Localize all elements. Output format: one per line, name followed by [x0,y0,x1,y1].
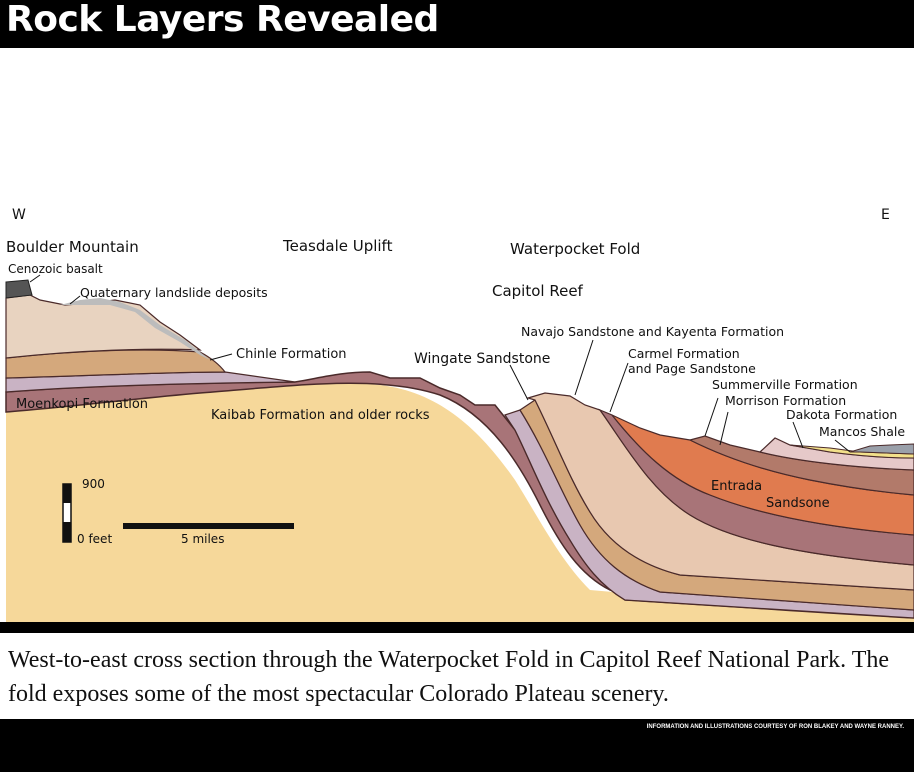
caption-box: West-to-east cross section through the W… [0,633,914,719]
cross-section-diagram: W E Boulder Mountain Teasdale Uplift Wat… [5,207,914,622]
quaternary-landslide-label: Quaternary landslide deposits [80,285,268,300]
vertical-scale-bar [62,483,72,543]
kaibab-label: Kaibab Formation and older rocks [211,408,430,423]
carmel-label-line2: and Page Sandstone [628,361,756,376]
separator [0,622,914,633]
entrada-label-line1: Entrada [711,479,762,494]
morrison-label: Morrison Formation [725,393,846,408]
cenozoic-basalt-label: Cenozoic basalt [8,262,103,276]
moenkopi-label: Moenkopi Formation [16,397,148,412]
mancos-band [849,443,914,455]
chinle-label: Chinle Formation [236,347,347,362]
wingate-label: Wingate Sandstone [414,351,550,367]
vertical-scale-bottom: 0 feet [77,532,112,546]
boulder-mountain-label: Boulder Mountain [6,238,139,256]
carmel-label-line1: Carmel Formation [628,346,740,361]
summerville-label: Summerville Formation [712,377,858,392]
entrada-label-line2: Sandsone [766,496,830,511]
navajo-kayenta-label: Navajo Sandstone and Kayenta Formation [521,324,784,339]
mancos-label: Mancos Shale [819,424,905,439]
waterpocket-fold-label: Waterpocket Fold [510,240,640,258]
title-bar: Rock Layers Revealed [0,0,914,48]
basalt-layer [5,279,33,299]
page-title: Rock Layers Revealed [6,0,439,40]
caption-text: West-to-east cross section through the W… [8,647,890,707]
east-label: E [881,207,890,223]
horizontal-scale-label: 5 miles [181,532,224,546]
footer-bar: INFORMATION AND ILLUSTRATIONS COURTESY O… [0,719,914,772]
capitol-reef-label: Capitol Reef [492,282,584,300]
diagram-panel: W E Boulder Mountain Teasdale Uplift Wat… [0,48,914,622]
west-label: W [12,207,26,223]
horizontal-scale-bar [123,523,294,529]
credit-text: INFORMATION AND ILLUSTRATIONS COURTESY O… [646,724,904,730]
landslide-layer [60,298,210,360]
teasdale-uplift-label: Teasdale Uplift [282,237,393,255]
leader-lines [29,274,851,453]
dakota-label: Dakota Formation [786,407,897,422]
vertical-scale-top: 900 [82,477,105,491]
kaibab-layer [6,383,914,622]
